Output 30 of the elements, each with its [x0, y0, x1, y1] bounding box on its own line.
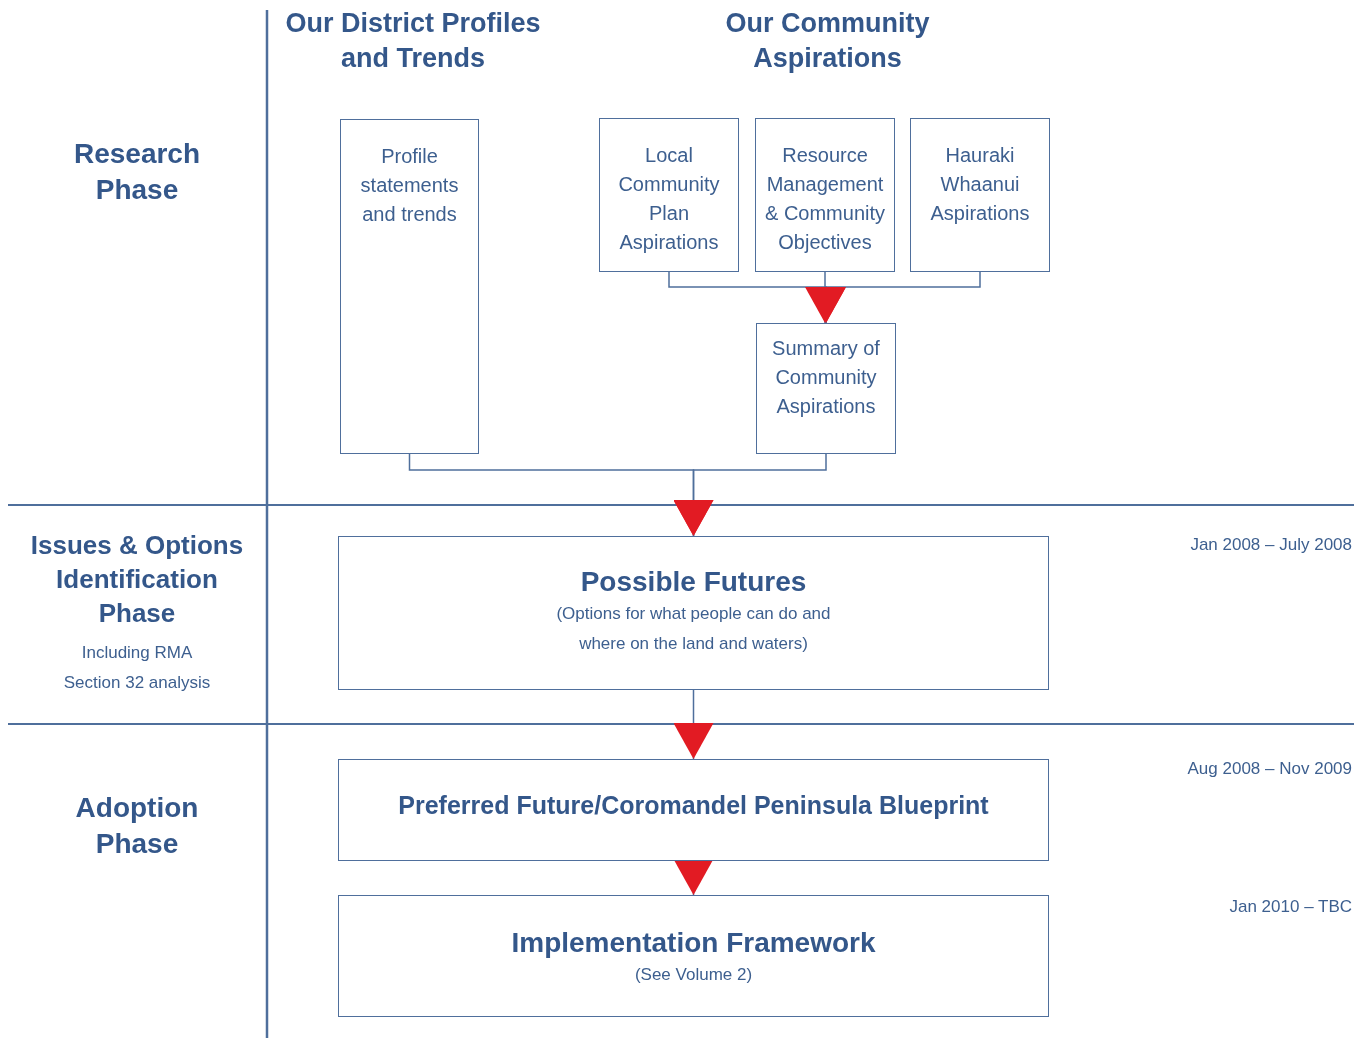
- stage-title: Implementation Framework: [510, 926, 877, 960]
- column-heading: Our District Profiles and Trends: [284, 7, 542, 75]
- date-range: Jan 2008 – July 2008: [1189, 534, 1352, 556]
- box-text: Summary of Community Aspirations: [771, 336, 881, 419]
- stage-box: [338, 759, 1049, 861]
- process-box: [340, 119, 479, 454]
- date-range: Aug 2008 – Nov 2009: [1186, 758, 1352, 780]
- process-box: [756, 323, 896, 454]
- stage-box: [338, 536, 1049, 690]
- connector-arrow: [673, 689, 714, 760]
- stage-description: (See Volume 2): [633, 964, 754, 986]
- stage-title: Preferred Future/Coromandel Peninsula Blueprint: [397, 790, 990, 821]
- box-text: Hauraki Whaanui Aspirations: [929, 143, 1031, 226]
- phase-label: Adoption Phase: [74, 791, 200, 861]
- box-text: Local Community Plan Aspirations: [617, 143, 721, 255]
- connector-arrow: [673, 859, 714, 896]
- phase-label: Research Phase: [72, 137, 202, 207]
- date-range: Jan 2010 – TBC: [1228, 896, 1352, 918]
- process-box: [910, 118, 1050, 272]
- box-text: Profile statements and trends: [359, 144, 460, 227]
- column-heading: Our Community Aspirations: [724, 7, 931, 75]
- phase-note: Including RMA Section 32 analysis: [62, 642, 212, 694]
- stage-description: (Options for what people can do and where on the land and waters): [556, 603, 831, 655]
- stage-title: Possible Futures: [579, 565, 808, 599]
- process-box: [755, 118, 895, 272]
- stage-box: [338, 895, 1049, 1017]
- connector-arrow: [673, 453, 827, 537]
- box-text: Resource Management & Community Objectives: [764, 143, 886, 255]
- process-box: [599, 118, 739, 272]
- phase-label: Issues & Options Identification Phase: [29, 529, 245, 630]
